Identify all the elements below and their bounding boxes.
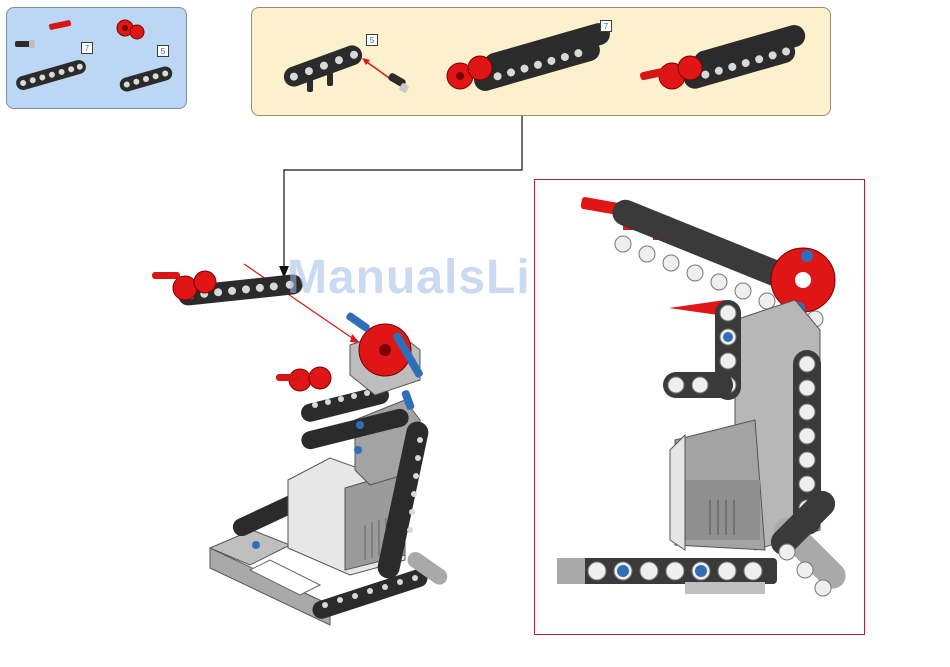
- detail-view-panel: [534, 179, 865, 635]
- floating-arm-assembly: [152, 271, 304, 306]
- vertical-beam-left-detail: [663, 300, 741, 400]
- bottom-beam-detail: [557, 558, 777, 594]
- red-connector-cluster: [276, 367, 331, 391]
- detail-illustration: [535, 180, 866, 636]
- red-hub-detail: [771, 248, 835, 314]
